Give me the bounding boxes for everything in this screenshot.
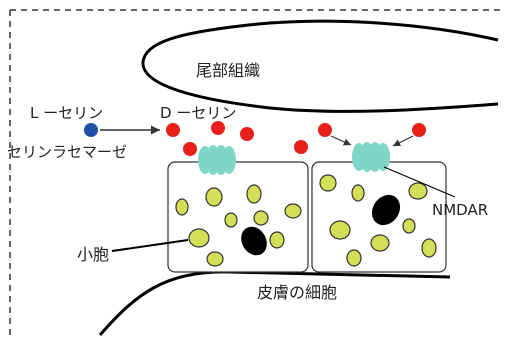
nmdar-receptor-left (198, 145, 236, 175)
d-serine-label: D ーセリン (160, 104, 236, 122)
nmdar-label: NMDAR (432, 201, 488, 219)
vesicles-right (319, 174, 437, 267)
skin-boundary-curve (98, 270, 451, 336)
tail-tissue-label: 尾部組織 (196, 61, 260, 80)
vesicles-left (175, 184, 302, 267)
nucleus-right (371, 194, 401, 226)
vesicle-label: 小胞 (77, 245, 109, 264)
l-serine-dot (84, 123, 98, 137)
dashed-frame (9, 9, 502, 336)
tail-tissue-shape (141, 19, 499, 113)
l-serine-label: L ーセリン (30, 104, 103, 122)
d-serine-dots (166, 121, 426, 156)
serine-racemase-label: セリンラセマーゼ (7, 143, 127, 161)
vesicle-leader (111, 239, 189, 252)
binding-arrows (330, 135, 414, 147)
skin-cells-label: 皮膚の細胞 (257, 283, 337, 302)
cell-left (167, 161, 309, 273)
nmdar-leader (383, 166, 456, 198)
nucleus-left (241, 226, 267, 256)
